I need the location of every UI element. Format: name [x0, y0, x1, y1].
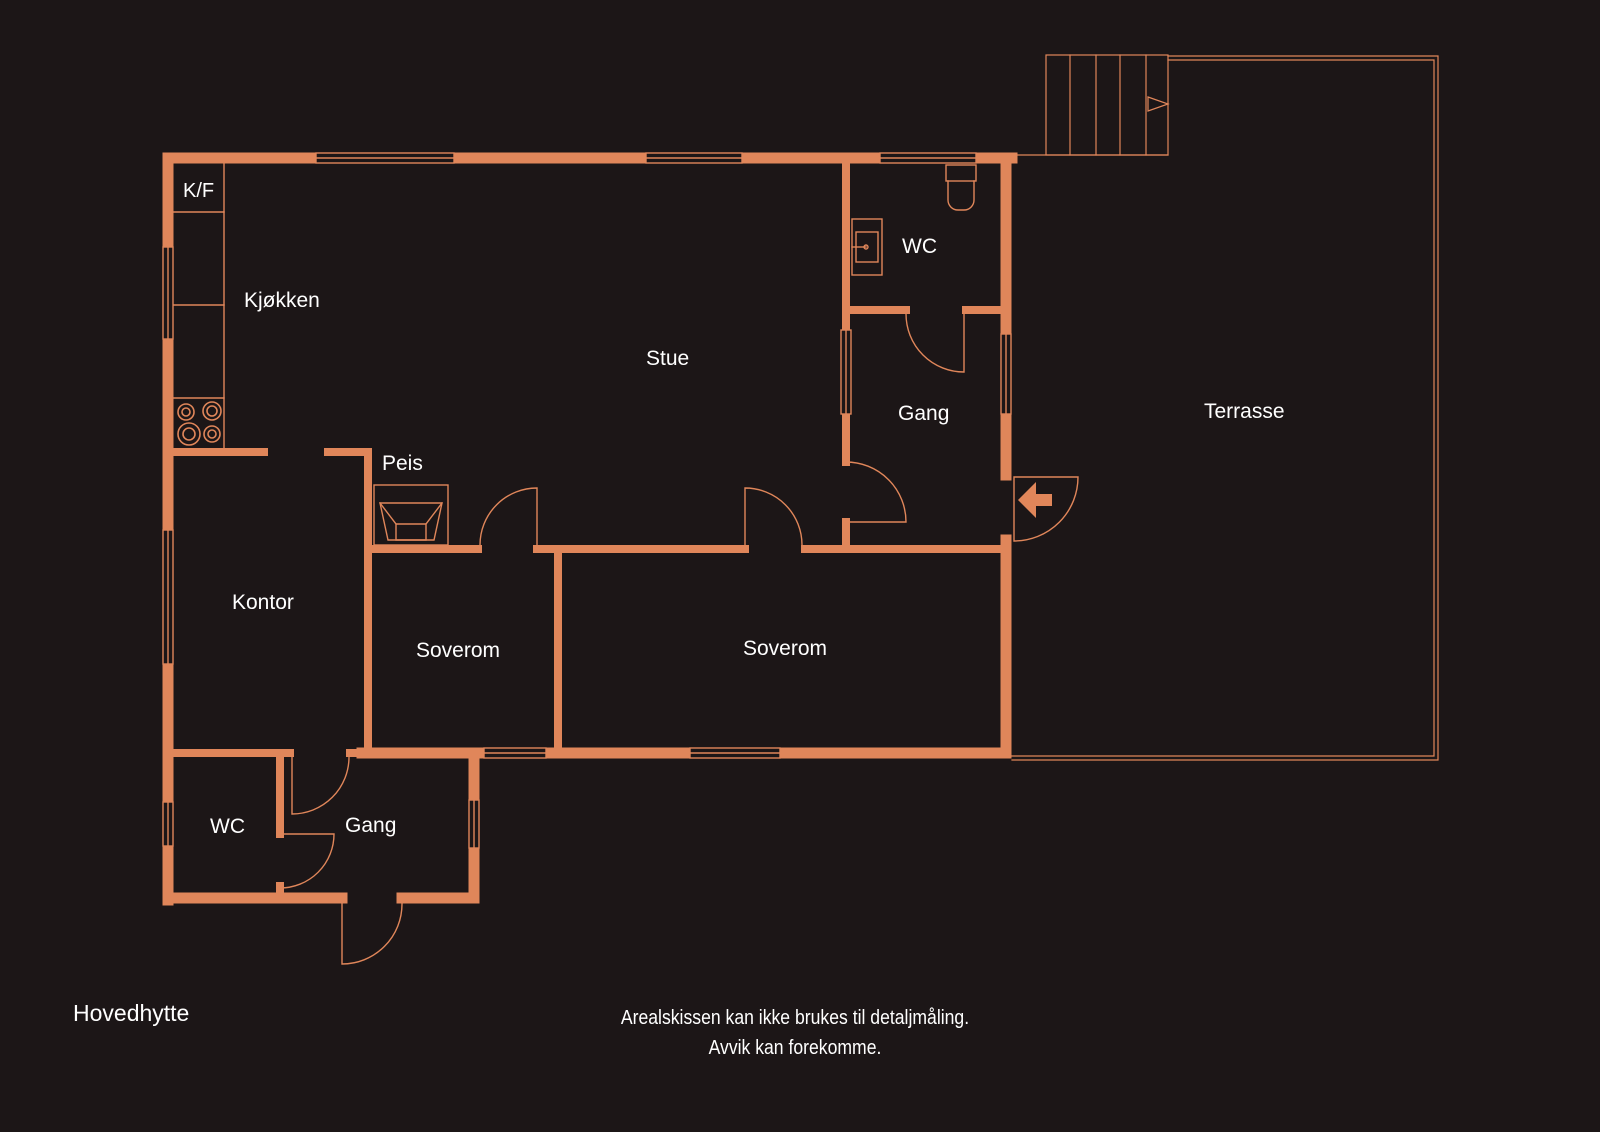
- room-label-kontor: Kontor: [232, 591, 294, 614]
- disclaimer: Arealskissen kan ikke brukes til detaljm…: [571, 1003, 1020, 1063]
- room-label-gang-lower: Gang: [345, 814, 396, 837]
- doors: [279, 313, 1079, 965]
- sink-icon: [851, 218, 883, 276]
- plan-title: Hovedhytte: [73, 1000, 190, 1026]
- entrance-arrow-icon: [1018, 482, 1052, 518]
- room-label-wc-lower: WC: [210, 815, 245, 838]
- stove-icon: [177, 401, 222, 446]
- room-label-soverom-left: Soverom: [416, 639, 500, 662]
- room-label-terrasse: Terrasse: [1204, 400, 1285, 423]
- fireplace-icon: [373, 484, 449, 546]
- room-label-wc-upper: WC: [902, 235, 937, 258]
- toilet-icon: [945, 164, 977, 211]
- room-label-kf: K/F: [183, 180, 214, 202]
- stairs-icon: [1045, 54, 1170, 156]
- room-label-peis: Peis: [382, 452, 423, 475]
- windows: [162, 152, 1012, 849]
- room-label-kjokken: Kjøkken: [244, 289, 320, 312]
- room-label-soverom-right: Soverom: [743, 637, 827, 660]
- disclaimer-line-2: Avvik kan forekomme.: [708, 1037, 882, 1059]
- partitions: [168, 158, 1006, 898]
- kitchen-counter: [173, 163, 225, 449]
- room-label-stue: Stue: [646, 347, 689, 370]
- disclaimer-line-1: Arealskissen kan ikke brukes til detaljm…: [620, 1007, 970, 1029]
- room-label-gang-upper: Gang: [898, 402, 949, 425]
- walls: [162, 152, 1018, 906]
